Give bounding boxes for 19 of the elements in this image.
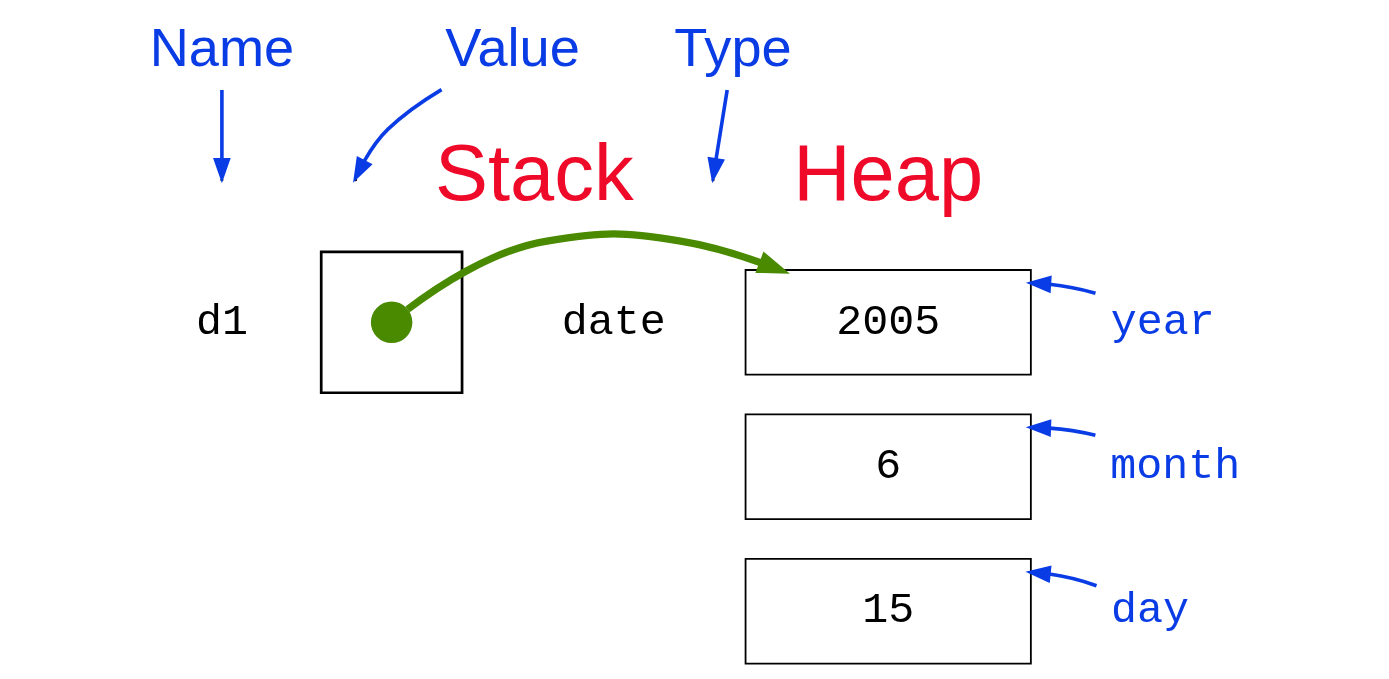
arrow — [404, 230, 790, 313]
node-circle — [370, 301, 412, 344]
node-text: Name — [149, 16, 294, 77]
node-text: Value — [444, 16, 580, 77]
node-text: month — [1109, 442, 1240, 491]
label: d1 — [195, 297, 248, 347]
label: Stack — [434, 127, 634, 217]
arrow — [1025, 419, 1096, 438]
node-box: 2005 — [744, 269, 1032, 376]
node-text: day — [1110, 586, 1189, 636]
node-text: Type — [673, 16, 792, 77]
label: date — [561, 297, 666, 347]
node-box: 6 — [744, 413, 1032, 521]
label: Heap — [792, 127, 983, 217]
node-box: 15 — [744, 558, 1032, 665]
cluster — [319, 250, 463, 395]
arrow — [1025, 275, 1096, 296]
node-text: year — [1110, 297, 1215, 347]
arrow — [1024, 565, 1097, 588]
